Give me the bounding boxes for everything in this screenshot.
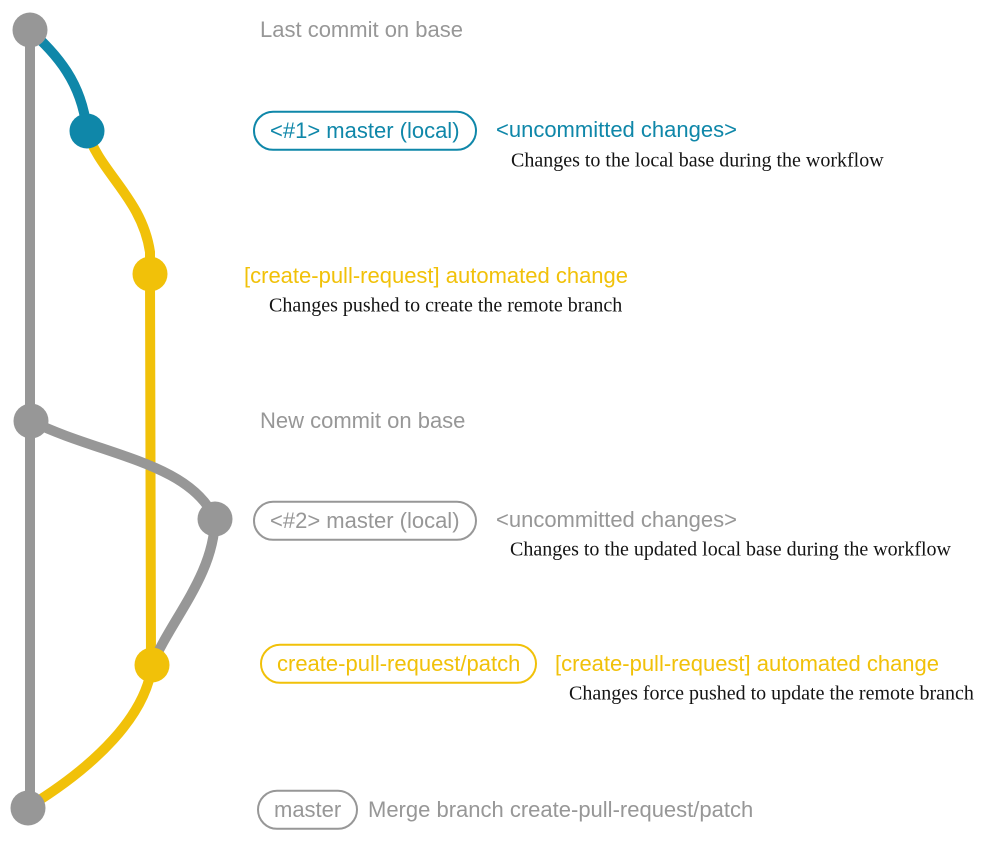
branch-pill-master-local-2: <#2> master (local) — [253, 500, 477, 542]
automated-change-desc-2: Changes force pushed to update the remot… — [569, 682, 974, 705]
rebase-out-curve — [28, 416, 220, 522]
automated-change-label-2: [create-pull-request] automated change — [555, 650, 940, 676]
commit-dot-patch-2 — [134, 647, 170, 683]
new-commit-label: New commit on base — [260, 407, 466, 433]
commit-dot-merge — [10, 790, 46, 826]
uncommitted-desc-2: Changes to the updated local base during… — [510, 538, 951, 561]
commit-dot-local-2 — [197, 501, 233, 537]
last-commit-label: Last commit on base — [260, 16, 463, 42]
branch-pill-patch: create-pull-request/patch — [260, 643, 538, 685]
commit-dot-patch-1 — [132, 256, 168, 292]
uncommitted-changes-label-1: <uncommitted changes> — [496, 116, 737, 142]
uncommitted-changes-label-2: <uncommitted changes> — [496, 506, 737, 532]
branch-pill-master: master — [257, 789, 359, 831]
rebase-in-curve — [147, 518, 220, 667]
merge-branch-label: Merge branch create-pull-request/patch — [368, 796, 754, 822]
merge-curve — [27, 664, 157, 811]
automated-change-desc-1: Changes pushed to create the remote bran… — [269, 294, 623, 317]
commit-dot-last-base — [12, 12, 48, 48]
commit-dot-local-1 — [69, 113, 105, 149]
branch-pill-master-local-1: <#1> master (local) — [253, 110, 477, 152]
uncommitted-desc-1: Changes to the local base during the wor… — [511, 149, 884, 172]
automated-change-label-1: [create-pull-request] automated change — [244, 262, 629, 288]
commit-dot-new-base — [13, 403, 49, 439]
patch-branch-line — [82, 129, 156, 666]
